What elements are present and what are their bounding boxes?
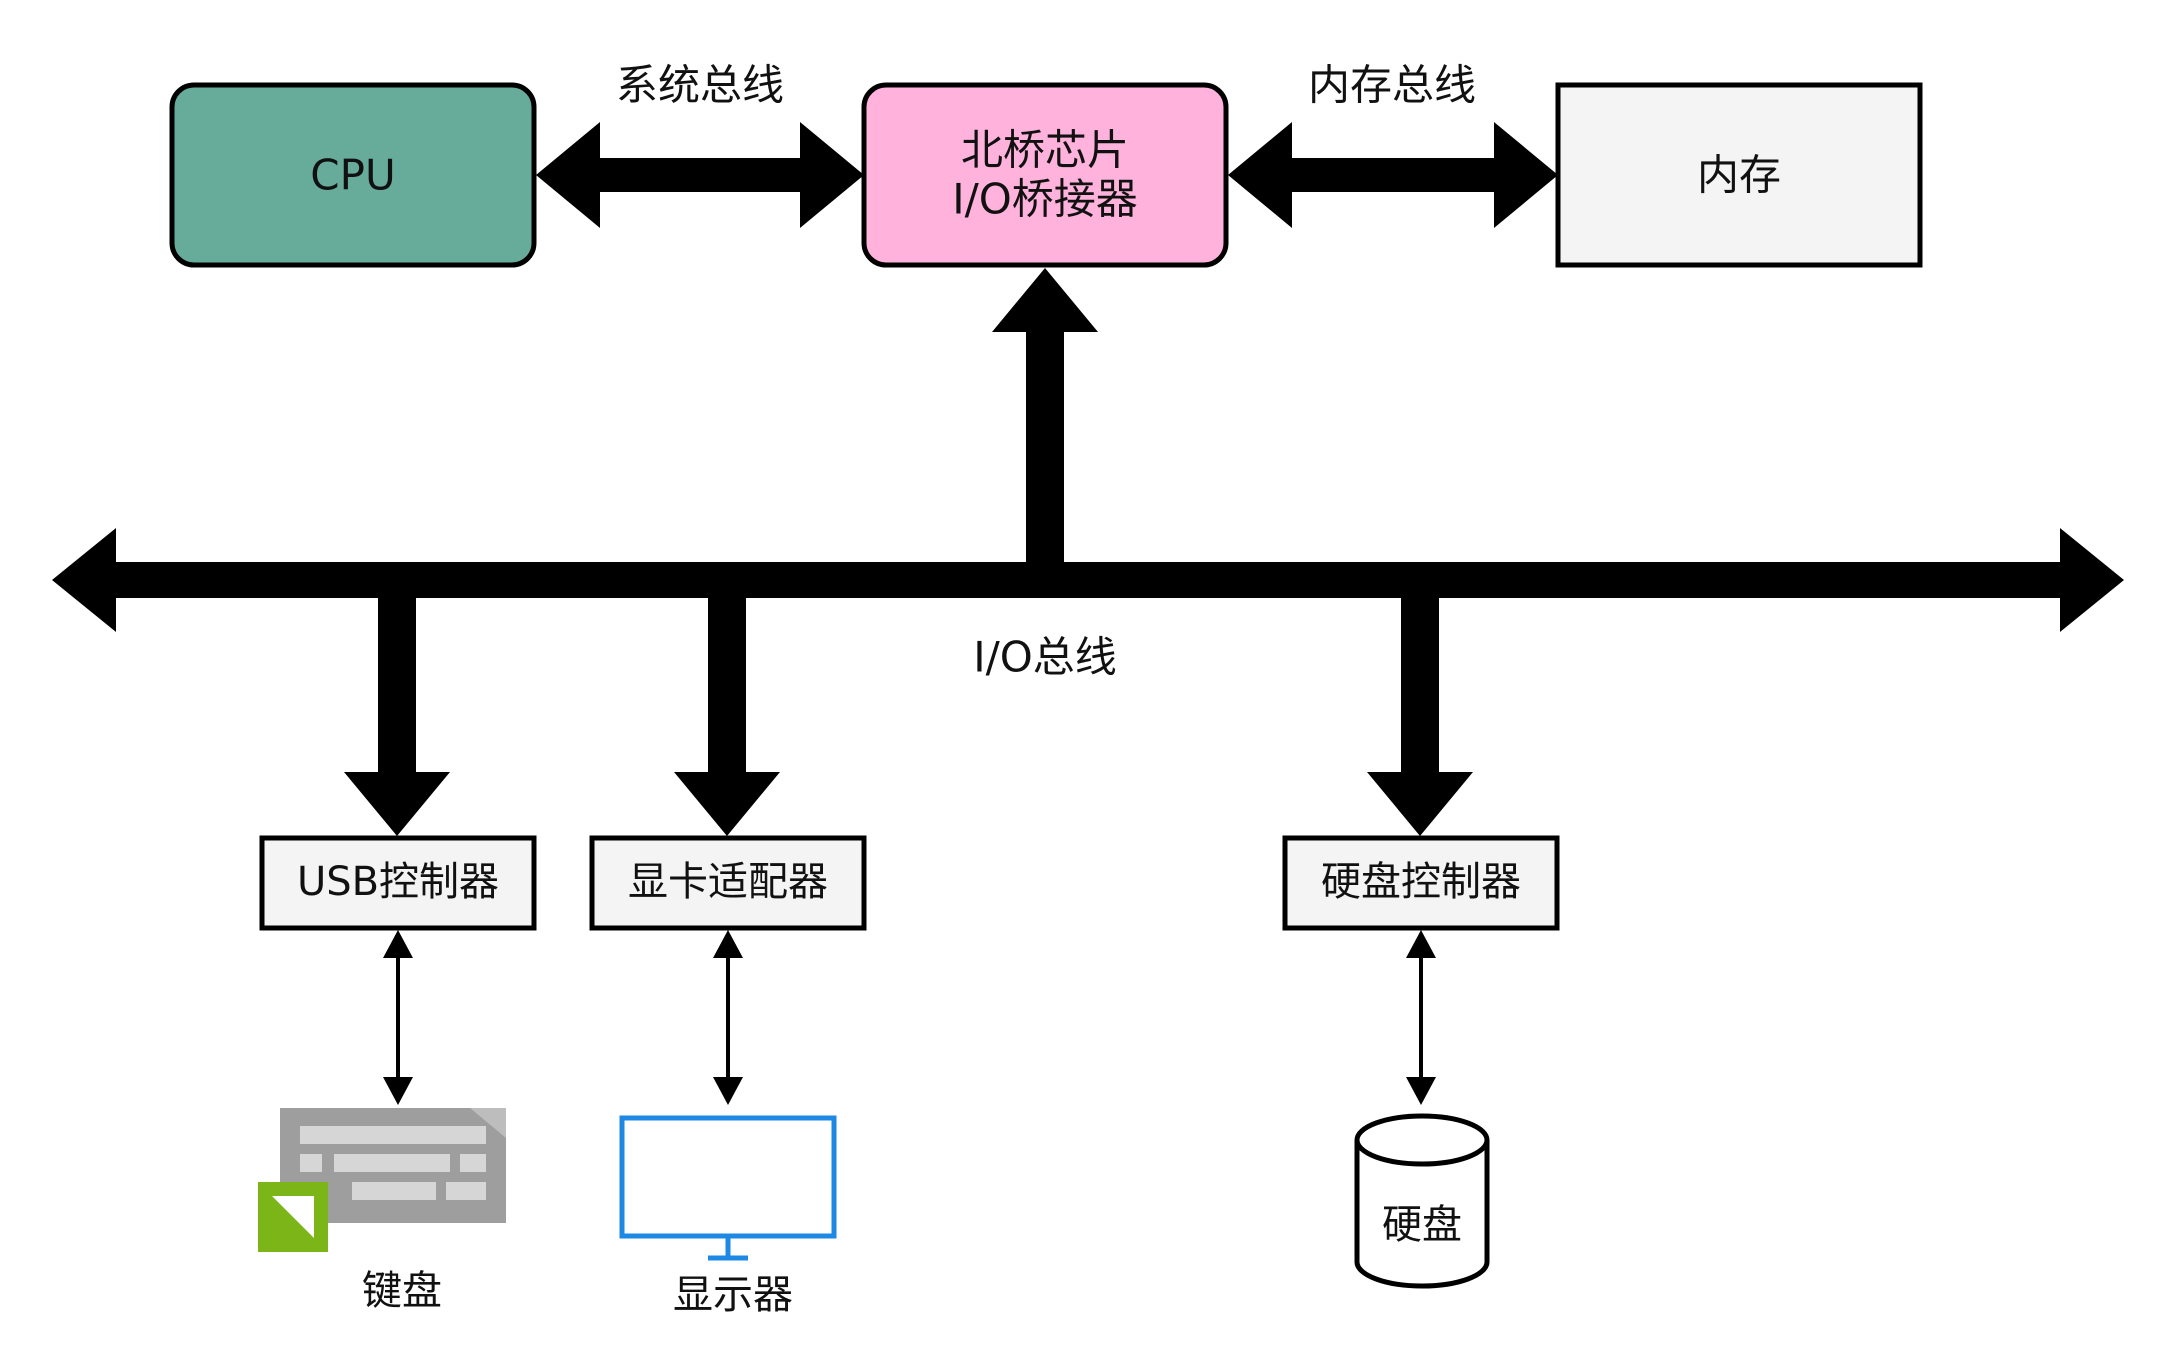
keyboard-icon (258, 1108, 506, 1252)
memory-label: 内存 (1697, 151, 1781, 200)
northbridge-label-line1: 北桥芯片 (961, 126, 1129, 175)
disk-branch-arrow (1367, 598, 1473, 836)
disk-cylinder-icon (1354, 1113, 1490, 1289)
keyboard-label: 键盘 (362, 1268, 442, 1314)
io-bus-arrow (52, 528, 2124, 632)
graphics-adapter-label: 显卡适配器 (628, 859, 828, 905)
graphics-branch-arrow (674, 598, 780, 836)
io-to-northbridge-arrow (992, 268, 1098, 568)
memory-bus-arrow (1228, 122, 1558, 228)
graphics-adapter-box (589, 835, 867, 931)
disk-controller-disk-link (1406, 930, 1436, 1105)
usb-controller-label: USB控制器 (297, 859, 499, 905)
monitor-icon (619, 1115, 837, 1261)
cpu-box (169, 82, 537, 268)
io-bus-label: I/O总线 (973, 633, 1117, 682)
monitor-label: 显示器 (673, 1272, 793, 1318)
graphics-monitor-link (713, 930, 743, 1105)
disk-label: 硬盘 (1382, 1202, 1462, 1248)
usb-controller-box (259, 835, 537, 931)
disk-controller-box (1282, 835, 1560, 931)
northbridge-label-line2: I/O桥接器 (952, 175, 1138, 224)
cpu-label: CPU (310, 151, 395, 200)
disk-controller-label: 硬盘控制器 (1321, 859, 1521, 905)
memory-box (1555, 82, 1923, 268)
system-bus-label: 系统总线 (616, 61, 784, 110)
system-bus-arrow (536, 122, 864, 228)
memory-bus-label: 内存总线 (1308, 61, 1476, 110)
usb-branch-arrow (344, 598, 450, 836)
usb-keyboard-link (383, 930, 413, 1105)
